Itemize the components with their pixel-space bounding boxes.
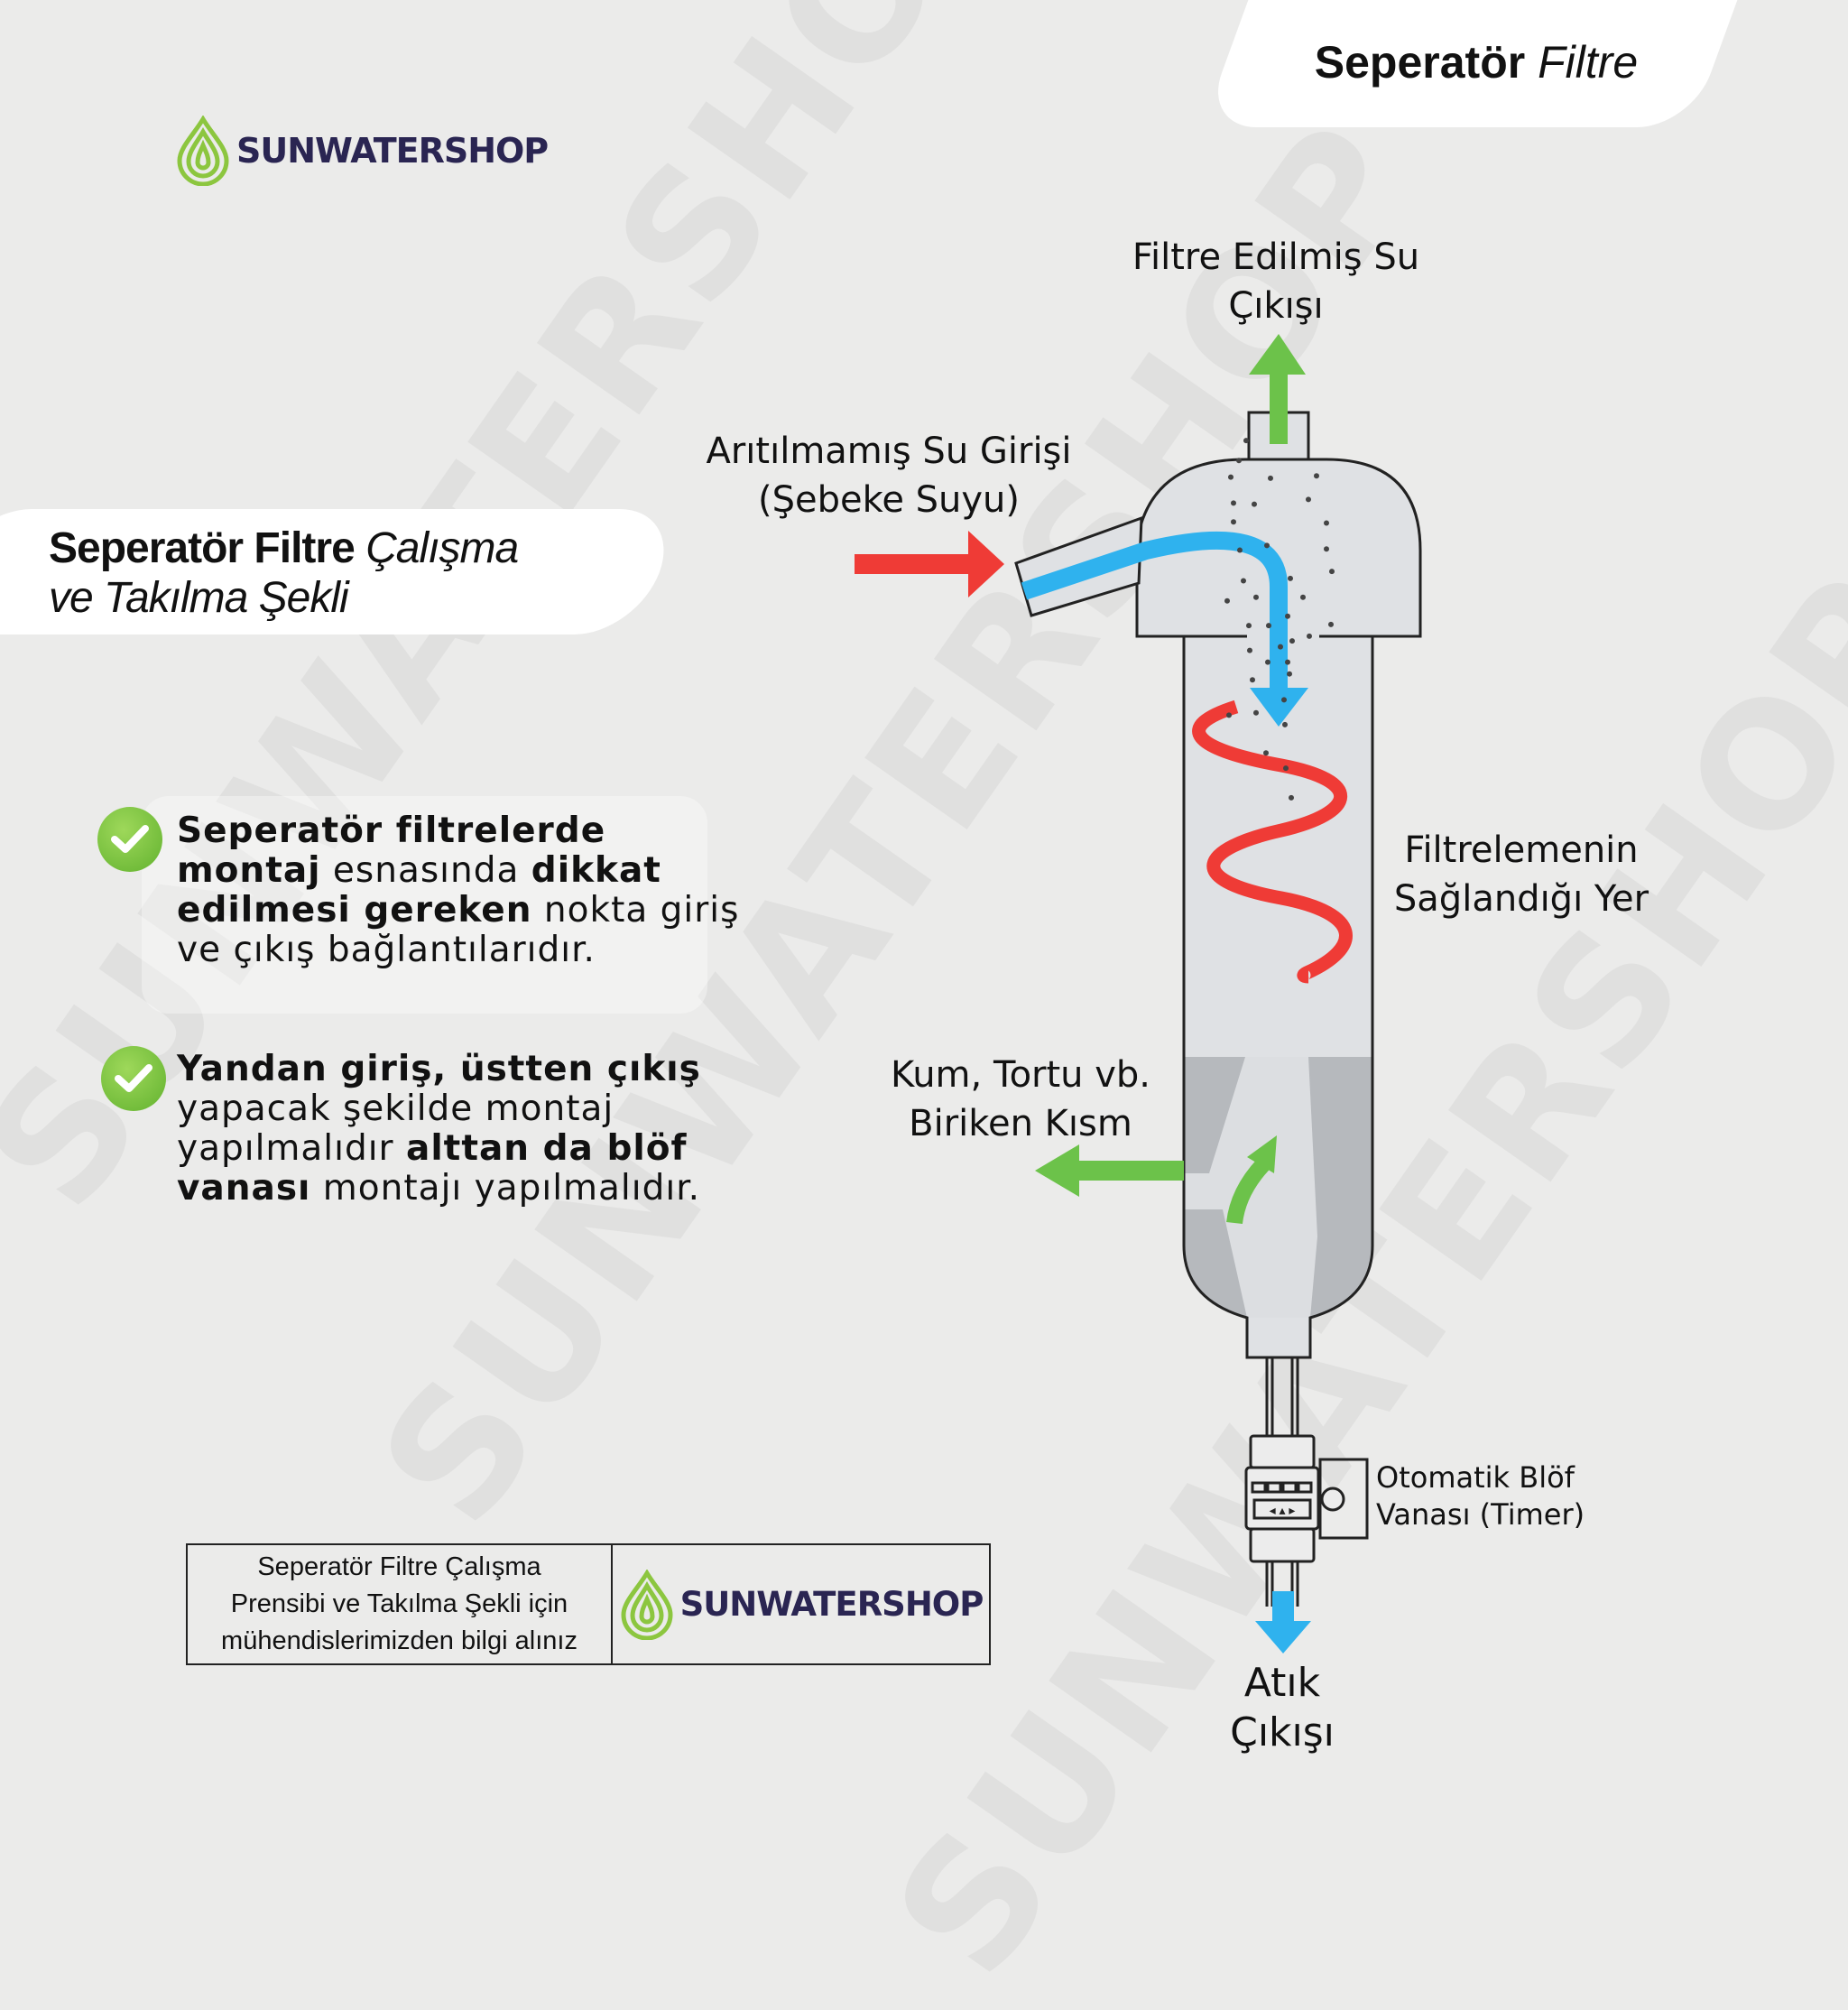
- particle-dot: [1228, 474, 1234, 480]
- particle-dot: [1265, 659, 1270, 665]
- water-flow: [1021, 531, 1288, 690]
- particle-dot: [1287, 671, 1292, 677]
- particle-dot: [1263, 750, 1269, 756]
- flow-arrow-down: [1250, 688, 1308, 727]
- outlet-arrow: [1270, 372, 1288, 444]
- particle-dot: [1328, 621, 1334, 627]
- title-bold: Seperatör: [1314, 37, 1526, 88]
- particle-dot: [1324, 546, 1329, 552]
- particle-dot: [1264, 542, 1270, 549]
- bullet-text-2: Yandan giriş, üstten çıkış yapacak şekil…: [177, 1050, 754, 1209]
- swirl-arrow: [1226, 1158, 1270, 1225]
- particle-dot: [1224, 597, 1230, 604]
- section-title-bold: Seperatör Filtre: [49, 524, 356, 572]
- inlet-arrow: [855, 554, 972, 574]
- particle-dot: [1231, 500, 1236, 506]
- particle-dot: [1236, 458, 1242, 464]
- sediment-arrow: [1076, 1161, 1184, 1181]
- filtration-spiral: [1192, 699, 1353, 984]
- title-italic: Filtre: [1538, 37, 1639, 88]
- drain-pipe: [1265, 1357, 1299, 1607]
- bullet-segment: montajı yapılmalıdır.: [310, 1168, 701, 1209]
- check-icon: [97, 807, 162, 872]
- particle-dot: [1237, 547, 1243, 553]
- particle-dot: [1324, 520, 1329, 526]
- bullet-segment: yapacak şekilde montaj yapılmalıdır: [177, 1088, 614, 1169]
- particle-dot: [1231, 519, 1236, 525]
- brand-name: SUNWATERSHOP: [236, 131, 549, 171]
- blowdown-valve: [1244, 1434, 1369, 1563]
- bullet-segment: nokta giriş ve çıkış bağlantılarıdır.: [177, 890, 740, 970]
- water-drop-icon: [177, 116, 229, 186]
- check-icon: [101, 1046, 166, 1111]
- particle-dot: [1246, 623, 1252, 629]
- bullet-segment: alttan da blöf vanası: [177, 1128, 688, 1209]
- particle-dot: [1281, 697, 1287, 703]
- particle-dot: [1288, 575, 1293, 581]
- particle-dot: [1241, 578, 1246, 584]
- bullet-segment: montaj: [177, 850, 321, 891]
- footer-logo: SUNWATERSHOP: [613, 1545, 989, 1663]
- particle-dot: [1283, 765, 1289, 772]
- particle-dot: [1268, 475, 1273, 481]
- inlet-label: Arıtılmamış Su Girişi(Şebeke Suyu): [706, 431, 1072, 521]
- particle-dot: [1285, 659, 1290, 665]
- particles: [1224, 438, 1335, 801]
- bullet-segment: dikkat edilmesi gereken: [177, 850, 661, 931]
- bullet-segment: esnasında: [320, 850, 531, 891]
- valve-buttons-icon: ◂ ▴ ▸: [1270, 1503, 1296, 1517]
- particle-dot: [1266, 623, 1271, 629]
- brand-name: SUNWATERSHOP: [679, 1585, 984, 1624]
- bullet-segment: Seperatör filtrelerde: [177, 810, 606, 851]
- particle-dot: [1314, 473, 1319, 479]
- filter-head: [1137, 459, 1420, 636]
- particle-dot: [1306, 496, 1311, 503]
- section-title-italic-2: ve Takılma Şekli: [49, 574, 349, 622]
- particle-dot: [1252, 501, 1257, 507]
- brand-logo: SUNWATERSHOP: [175, 116, 549, 186]
- particle-dot: [1289, 794, 1294, 801]
- bullet-text-1: Seperatör filtrelerde montaj esnasında d…: [177, 811, 754, 970]
- particle-dot: [1243, 438, 1249, 444]
- particle-dot: [1289, 638, 1295, 644]
- particle-dot: [1307, 633, 1312, 639]
- particle-dot: [1282, 721, 1288, 727]
- particle-dot: [1253, 594, 1259, 600]
- particle-dot: [1226, 712, 1232, 718]
- particle-dot: [1247, 647, 1252, 653]
- section-title: Seperatör Filtre Çalışma ve Takılma Şekl…: [49, 523, 519, 623]
- particle-dot: [1285, 613, 1290, 619]
- waste-arrow: [1272, 1591, 1294, 1623]
- water-drop-icon: [621, 1569, 673, 1640]
- particle-dot: [1250, 677, 1255, 683]
- bullet-highlight: [142, 796, 707, 1014]
- particle-dot: [1253, 709, 1259, 716]
- separator-diagram: ◂ ▴ ▸: [855, 334, 1422, 1653]
- particle-dot: [1278, 644, 1283, 650]
- bullet-segment: Yandan giriş, üstten çıkış: [177, 1049, 701, 1089]
- particle-dot: [1300, 594, 1306, 600]
- section-title-italic: Çalışma: [365, 524, 519, 572]
- page-title: Seperatör Filtre: [1232, 36, 1721, 88]
- particle-dot: [1329, 569, 1335, 575]
- sediment-label: Kum, Tortu vb.Biriken Kısm: [890, 1054, 1151, 1144]
